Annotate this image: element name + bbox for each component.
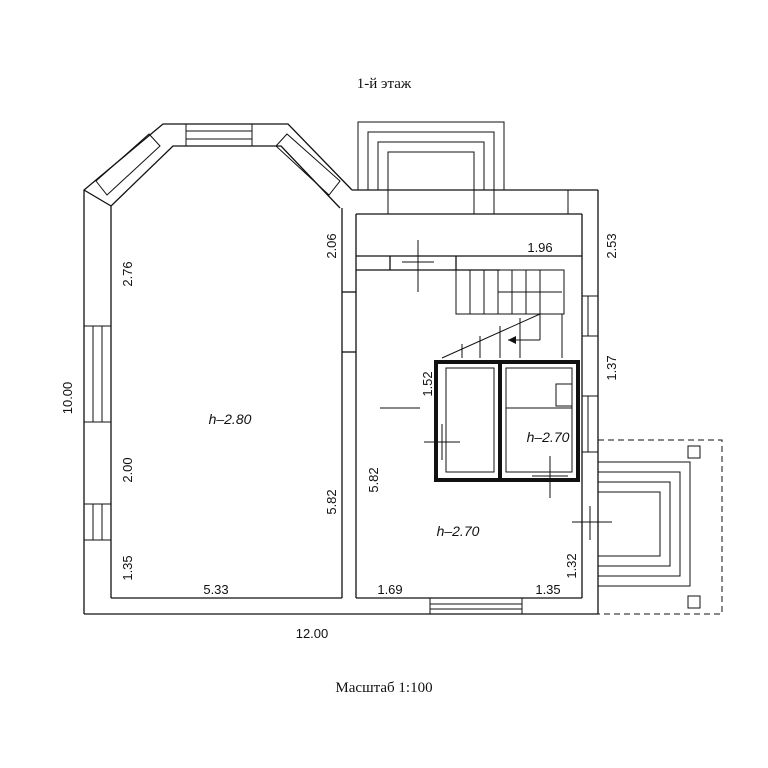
dim-hall-left: 5.82 [366,467,381,492]
bathroom [434,360,580,482]
plan-scale: Масштаб 1:100 [335,680,433,696]
dim-bottom-right: 1.35 [535,582,560,597]
dim-total-height: 10.00 [60,382,75,415]
right-terrace [597,439,723,615]
dim-right-middle: 1.37 [604,355,619,380]
room-labels: h–2.80 h–2.70 h–2.70 [209,411,570,539]
dim-left-upper: 2.76 [120,261,135,286]
dim-room1-right: 5.82 [324,489,339,514]
dim-bottom-left: 5.33 [203,582,228,597]
dim-hall-width: 1.96 [527,240,552,255]
dimension-labels: 12.00 5.33 1.69 1.35 1.96 10.00 2.76 2.0… [60,233,619,641]
windows [83,123,599,615]
dim-left-middle: 2.00 [120,457,135,482]
dim-total-width: 12.00 [296,626,329,641]
staircase [441,269,565,359]
bay-room-walls [83,123,599,615]
dim-bottom-mid: 1.69 [377,582,402,597]
dim-partition-top: 2.06 [324,233,339,258]
plan-title: 1-й этаж [356,76,412,92]
room-bath-height: h–2.70 [527,429,570,445]
dim-bath-height: 1.52 [420,371,435,396]
section-marks [380,240,612,540]
room-living-height: h–2.80 [209,411,252,427]
room-hall-height: h–2.70 [437,523,480,539]
dim-right-lower: 1.32 [564,553,579,578]
dim-left-lower: 1.35 [120,555,135,580]
dim-right-upper: 2.53 [604,233,619,258]
top-porch [357,121,569,214]
